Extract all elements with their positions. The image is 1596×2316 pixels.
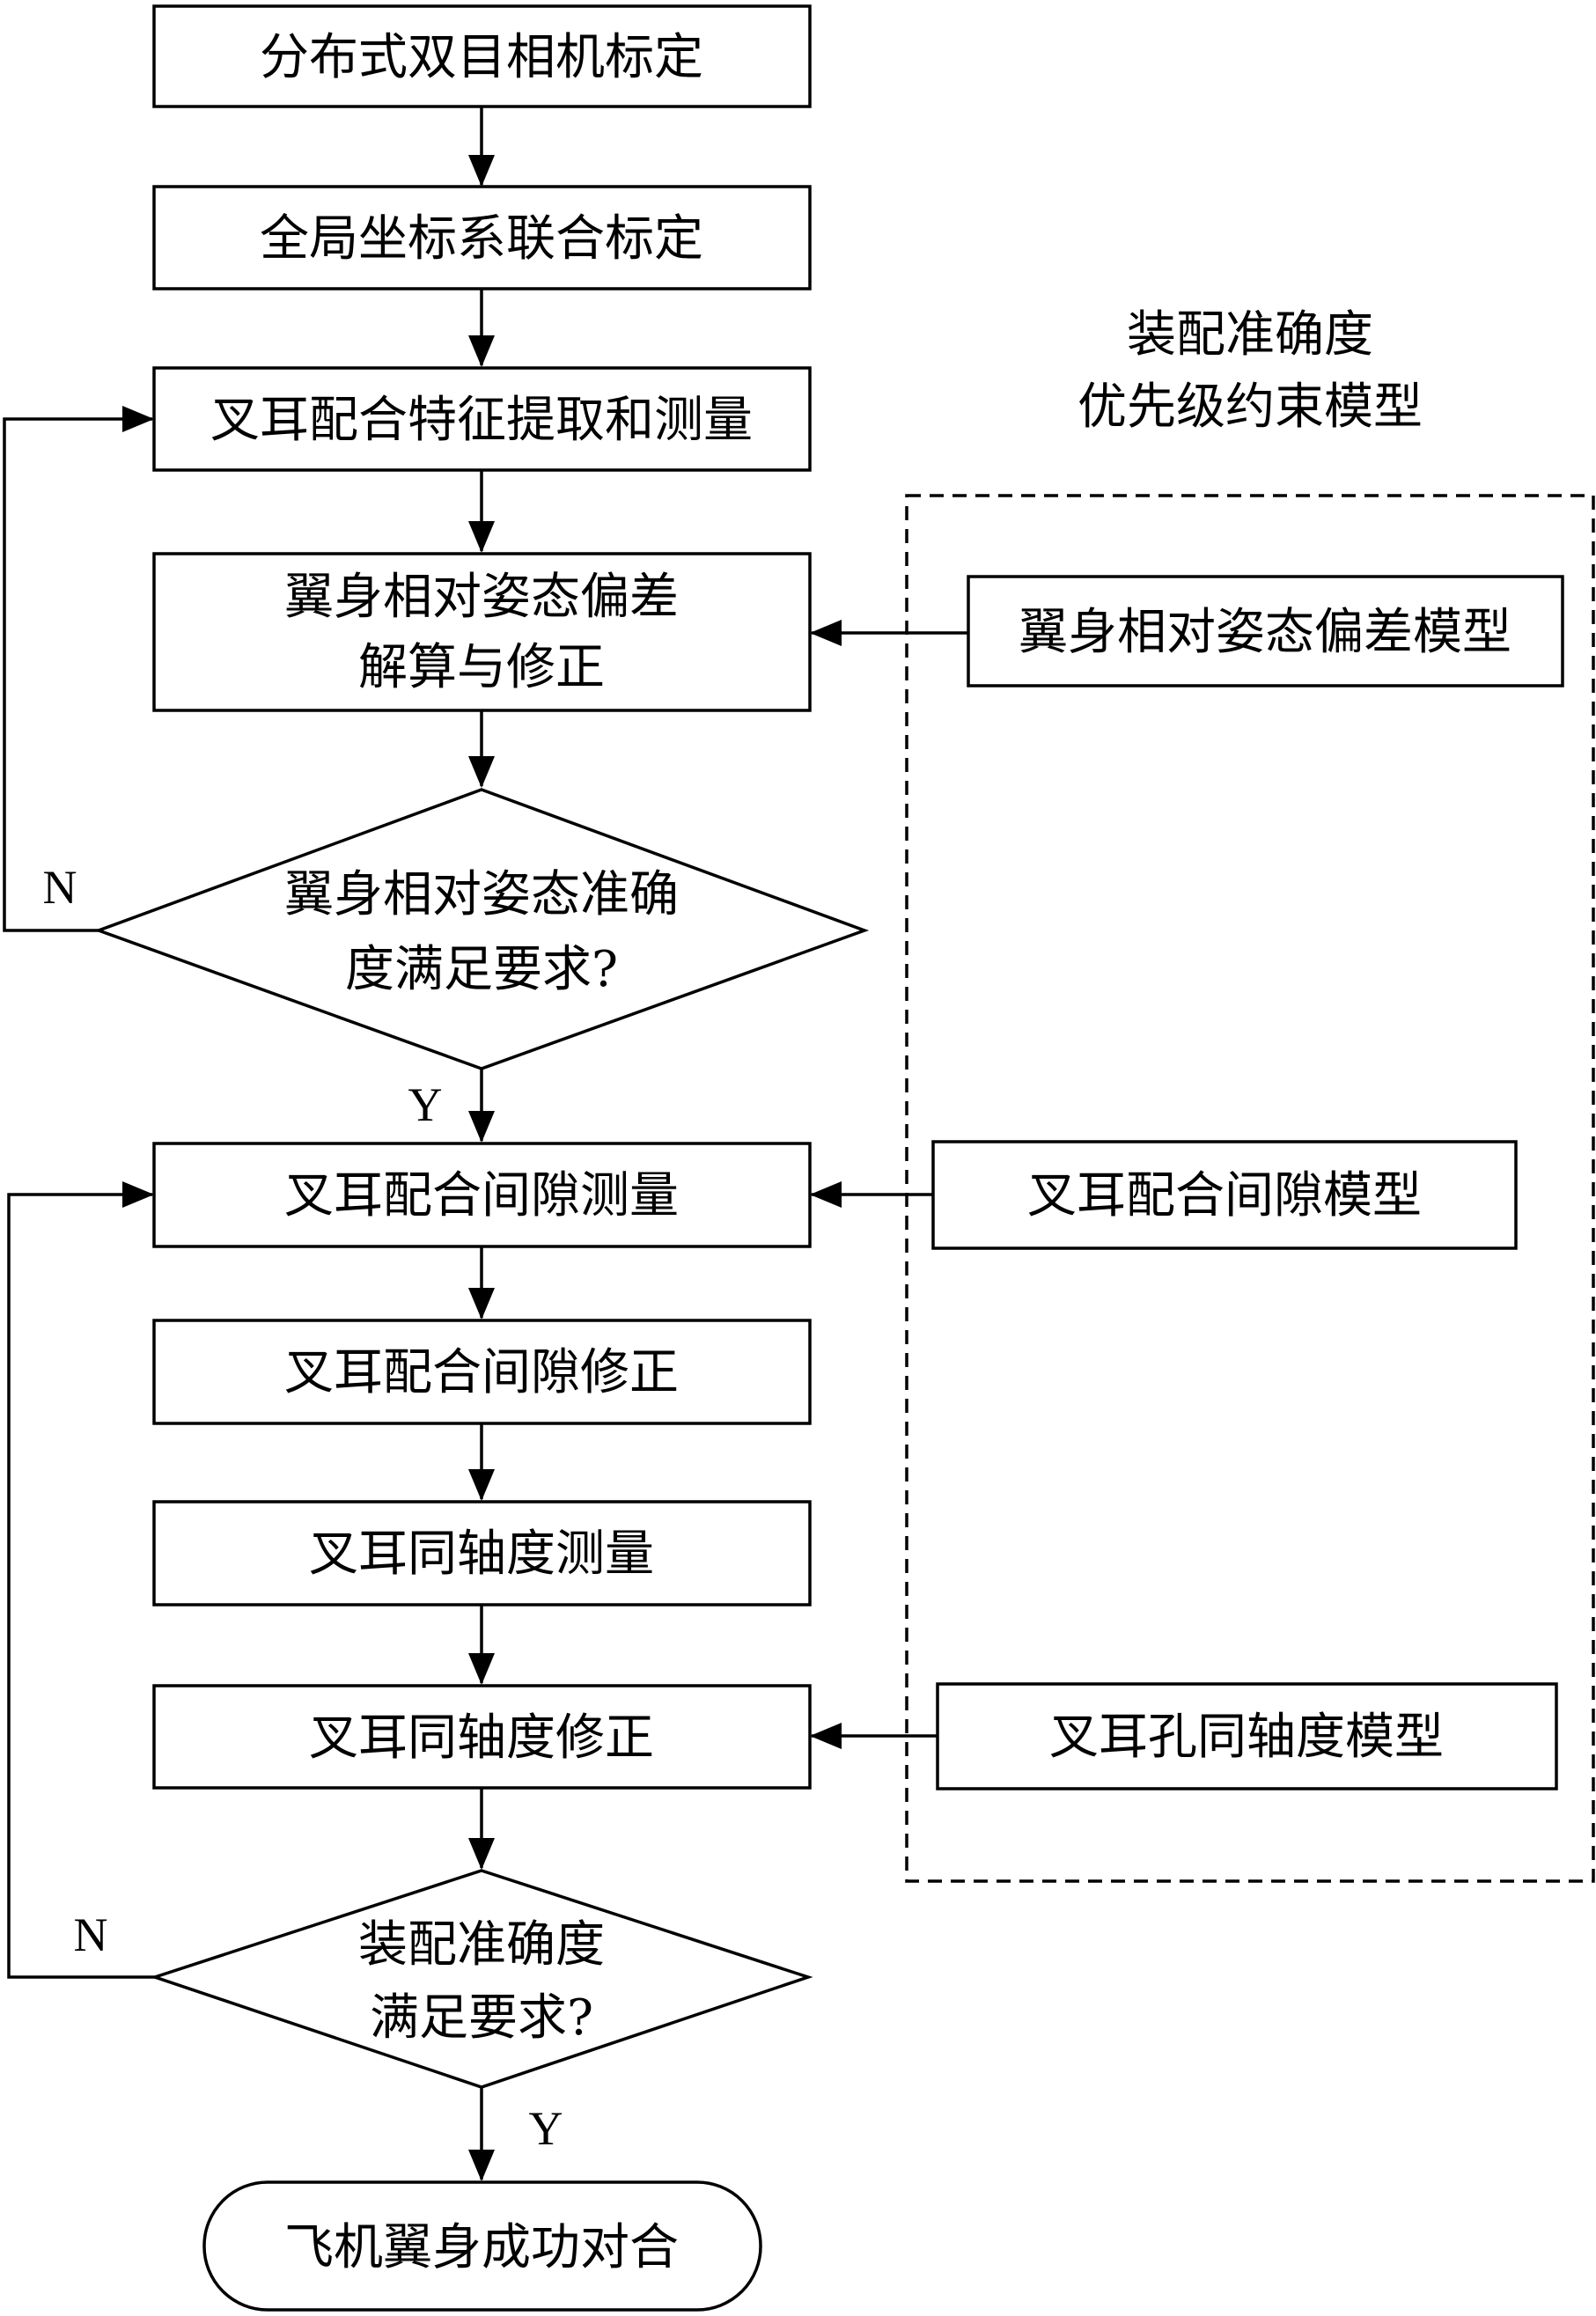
step-coaxiality-measurement-label: 叉耳同轴度测量 (309, 1526, 654, 1583)
model-group-frame (905, 494, 1595, 1883)
model-group-title-line2: 优先级约束模型 (1077, 379, 1423, 436)
step-gap-measurement-label: 叉耳配合间隙测量 (284, 1167, 679, 1224)
model-coaxiality-label: 叉耳孔同轴度模型 (1049, 1709, 1444, 1766)
step-pose-deviation-line2: 解算与修正 (358, 639, 605, 696)
terminal-success-label: 飞机翼身成功对合 (284, 2219, 679, 2276)
model-group-title-line1: 装配准确度 (1127, 306, 1373, 364)
step-coaxiality-correction-label: 叉耳同轴度修正 (309, 1709, 654, 1767)
model-coaxiality: 叉耳孔同轴度模型 (936, 1682, 1558, 1790)
branch-yes-1: Y (408, 1078, 443, 1131)
loop-no-1 (3, 406, 154, 932)
step-global-calibration-label: 全局坐标系联合标定 (260, 210, 703, 268)
step-coaxiality-correction: 叉耳同轴度修正 (152, 1684, 812, 1790)
step-gap-measurement: 叉耳配合间隙测量 (152, 1142, 812, 1248)
branch-no-2: N (74, 1908, 108, 1961)
decision-pose-accuracy-line2: 度满足要求? (345, 941, 618, 998)
step-pose-deviation: 翼身相对姿态偏差 解算与修正 (152, 552, 812, 712)
step-camera-calibration-label: 分布式双目相机标定 (260, 29, 703, 86)
decision-assembly-accuracy-line2: 满足要求? (370, 1989, 593, 2047)
terminal-success: 飞机翼身成功对合 (202, 2180, 762, 2312)
step-coaxiality-measurement: 叉耳同轴度测量 (152, 1500, 812, 1606)
decision-assembly-accuracy-line1: 装配准确度 (358, 1916, 605, 1974)
model-pose-deviation: 翼身相对姿态偏差模型 (967, 575, 1564, 687)
step-pose-deviation-line1: 翼身相对姿态偏差 (284, 569, 679, 626)
decision-assembly-accuracy: 装配准确度 满足要求? (150, 1869, 813, 2089)
loop-no-2 (7, 1181, 155, 1979)
step-gap-correction: 叉耳配合间隙修正 (152, 1319, 812, 1425)
step-camera-calibration: 分布式双目相机标定 (152, 4, 812, 108)
model-gap: 叉耳配合间隙模型 (931, 1140, 1518, 1250)
branch-no-1: N (43, 861, 77, 914)
model-gap-label: 叉耳配合间隙模型 (1027, 1167, 1422, 1224)
step-feature-extraction-label: 叉耳配合特征提取和测量 (210, 392, 753, 449)
decision-pose-accuracy-line1: 翼身相对姿态准确 (284, 866, 679, 923)
step-gap-correction-label: 叉耳配合间隙修正 (284, 1344, 679, 1401)
decision-pose-accuracy: 翼身相对姿态准确 度满足要求? (93, 788, 870, 1070)
step-feature-extraction: 叉耳配合特征提取和测量 (152, 366, 812, 472)
step-global-calibration: 全局坐标系联合标定 (152, 185, 812, 290)
model-pose-deviation-label: 翼身相对姿态偏差模型 (1019, 604, 1511, 661)
branch-yes-2: Y (529, 2102, 563, 2155)
